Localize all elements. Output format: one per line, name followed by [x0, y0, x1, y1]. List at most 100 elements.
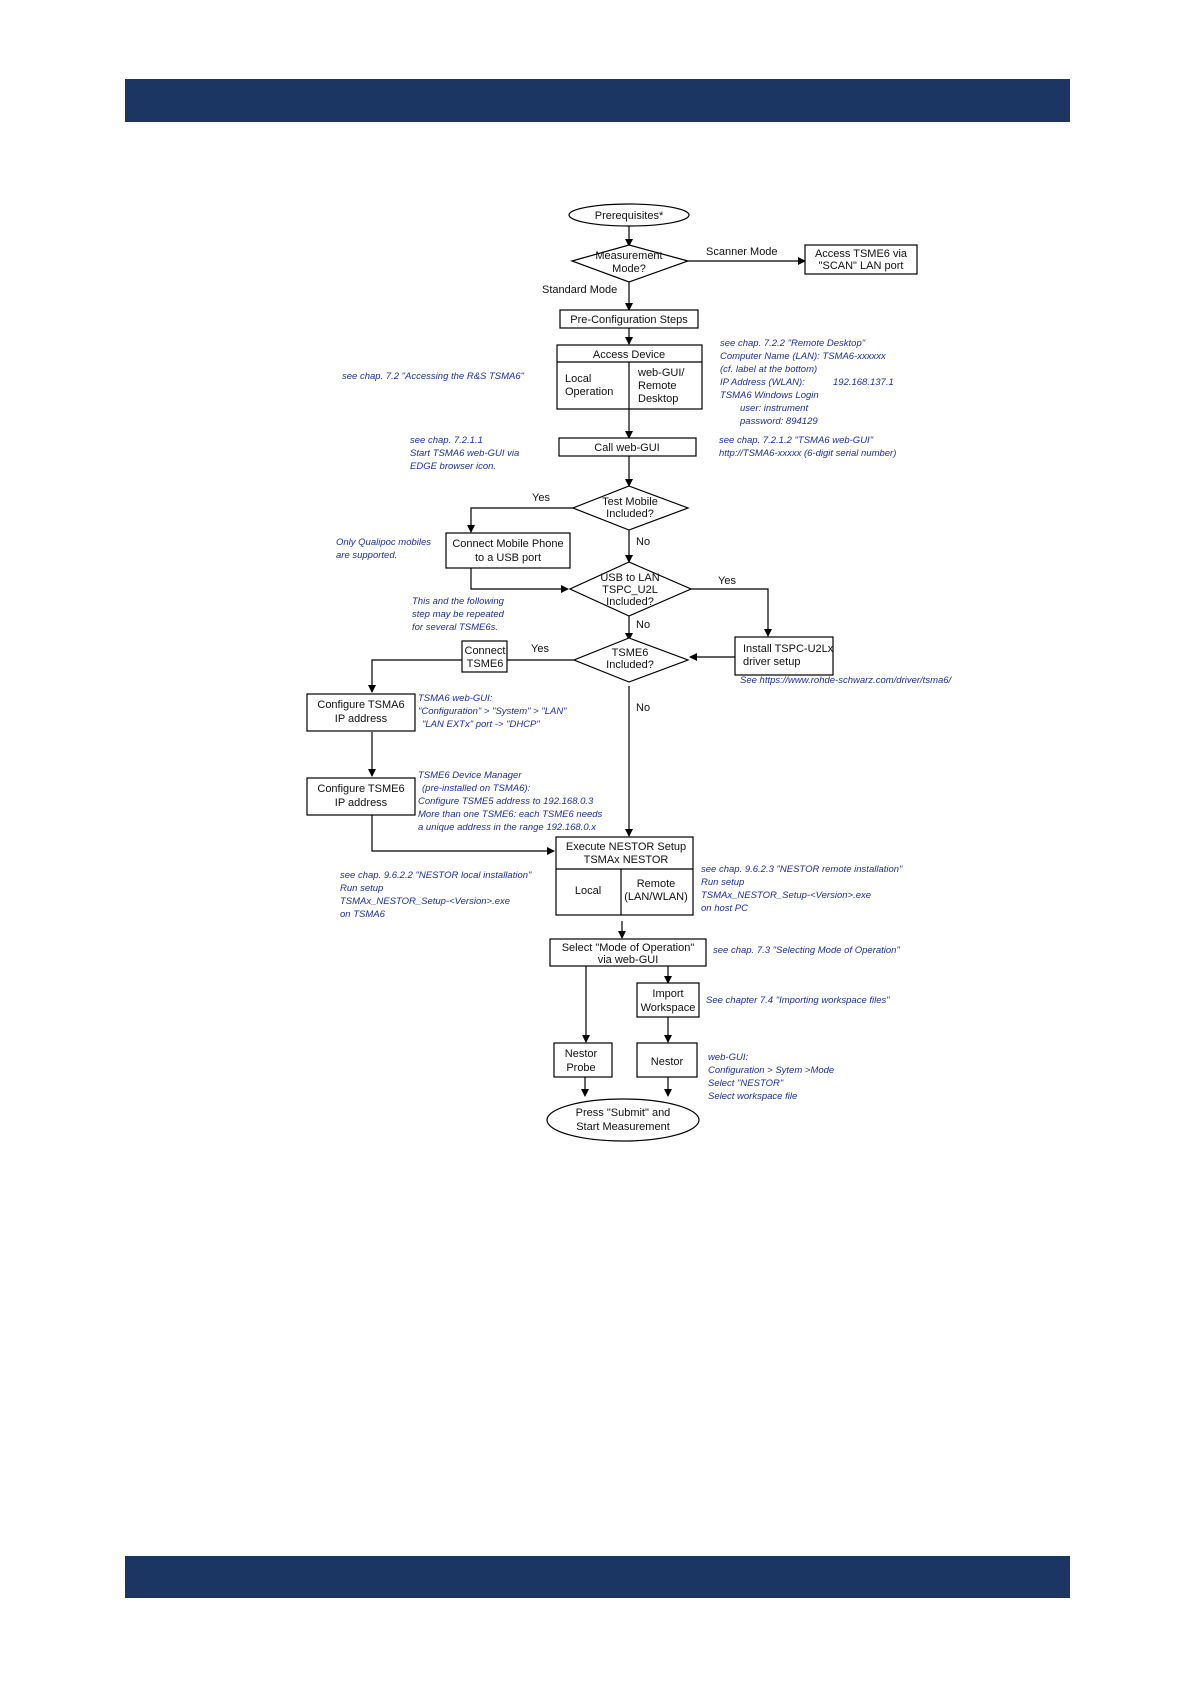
svg-text:Operation: Operation	[565, 386, 613, 398]
footer-banner	[125, 1556, 1070, 1598]
call-web-gui-node: Call web-GUI	[558, 437, 697, 457]
svg-text:Configuration > Sytem >Mode: Configuration > Sytem >Mode	[708, 1065, 834, 1076]
svg-text:Select workspace file: Select workspace file	[708, 1091, 797, 1102]
note-tsme6-device-manager: TSME6 Device Manager (pre-installed on T…	[418, 770, 603, 833]
note-tsma6-web-gui: see chap. 7.2.1.2 "TSMA6 web-GUI" http:/…	[719, 435, 896, 459]
svg-text:Desktop: Desktop	[638, 393, 678, 405]
svg-text:Local: Local	[575, 885, 601, 897]
svg-text:see chap. 7.2.1.1: see chap. 7.2.1.1	[410, 435, 483, 446]
note-tsma6-config: TSMA6 web-GUI: "Configuration" > "System…	[418, 693, 567, 730]
svg-text:see chap. 9.6.2.3 "NESTOR rem: see chap. 9.6.2.3 "NESTOR remote install…	[701, 864, 903, 875]
svg-text:TSME6: TSME6	[612, 647, 649, 659]
note-qualipoc: Only Qualipoc mobiles are supported.	[336, 537, 431, 561]
svg-text:password: 894129: password: 894129	[739, 416, 818, 427]
svg-text:TSME6 Device Manager: TSME6 Device Manager	[418, 770, 522, 781]
tsme6-no-label: No	[636, 702, 650, 714]
note-web-gui-mode: web-GUI: Configuration > Sytem >Mode Sel…	[708, 1052, 834, 1102]
svg-text:Execute NESTOR Setup: Execute NESTOR Setup	[566, 841, 686, 853]
svg-text:Install TSPC-U2Lx: Install TSPC-U2Lx	[743, 643, 834, 655]
svg-text:see chap. 7.2.2 "Remote Deskto: see chap. 7.2.2 "Remote Desktop"	[720, 338, 866, 349]
svg-text:Included?: Included?	[606, 596, 654, 608]
connectors	[368, 225, 806, 1097]
svg-text:on host PC: on host PC	[701, 903, 748, 914]
note-repeat: This and the following step may be repea…	[412, 596, 505, 633]
svg-text:Run setup: Run setup	[340, 883, 383, 894]
note-nestor-local: see chap. 9.6.2.2 "NESTOR local installa…	[340, 870, 532, 920]
svg-text:for several TSME6s.: for several TSME6s.	[412, 622, 498, 633]
svg-text:Access Device: Access Device	[593, 349, 665, 361]
svg-text:TSMAx_NESTOR_Setup-<Version>.e: TSMAx_NESTOR_Setup-<Version>.exe	[701, 890, 871, 901]
test-mobile-yes-label: Yes	[532, 492, 550, 504]
nestor-probe-node: Nestor Probe	[553, 1042, 613, 1078]
svg-text:Import: Import	[652, 988, 683, 1000]
svg-text:Remote: Remote	[637, 878, 676, 890]
svg-text:(pre-installed on TSMA6):: (pre-installed on TSMA6):	[422, 783, 531, 794]
test-mobile-no-label: No	[636, 536, 650, 548]
svg-text:Probe: Probe	[566, 1062, 595, 1074]
svg-text:see chap. 7.2.1.2 "TSMA6 web-G: see chap. 7.2.1.2 "TSMA6 web-GUI"	[719, 435, 874, 446]
svg-text:Configure TSMA6: Configure TSMA6	[317, 699, 404, 711]
svg-text:TSPC_U2L: TSPC_U2L	[602, 584, 658, 596]
scanner-mode-label: Scanner Mode	[706, 246, 778, 258]
svg-text:Remote: Remote	[638, 380, 677, 392]
note-selecting-mode: see chap. 7.3 "Selecting Mode of Operati…	[713, 945, 900, 956]
svg-text:Nestor: Nestor	[565, 1048, 598, 1060]
note-driver-url: See https://www.rohde-schwarz.com/driver…	[740, 675, 953, 686]
svg-text:(cf. label at the bottom): (cf. label at the bottom)	[720, 364, 817, 375]
configure-tsme6-node: Configure TSME6 IP address	[306, 777, 416, 816]
svg-text:192.168.137.1: 192.168.137.1	[833, 377, 894, 388]
prerequisites-node: Prerequisites*	[568, 203, 690, 227]
svg-text:TSMA6 Windows Login: TSMA6 Windows Login	[720, 390, 819, 401]
svg-text:Configure TSME6: Configure TSME6	[317, 783, 404, 795]
svg-text:TSMAx NESTOR: TSMAx NESTOR	[584, 854, 669, 866]
svg-text:USB to LAN: USB to LAN	[600, 572, 659, 584]
header-banner	[125, 79, 1070, 122]
note-remote-desktop: see chap. 7.2.2 "Remote Desktop" Compute…	[720, 338, 894, 427]
svg-text:Access TSME6 via: Access TSME6 via	[815, 248, 908, 260]
svg-text:http://TSMA6-xxxxx (6-digit se: http://TSMA6-xxxxx (6-digit serial numbe…	[719, 448, 896, 459]
svg-text:TSMA6 web-GUI:: TSMA6 web-GUI:	[418, 693, 493, 704]
usb-to-lan-yes-label: Yes	[718, 575, 736, 587]
usb-to-lan-decision: USB to LAN TSPC_U2L Included?	[568, 561, 693, 617]
svg-text:Run setup: Run setup	[701, 877, 744, 888]
import-workspace-node: Import Workspace	[636, 982, 700, 1018]
svg-text:"Configuration" > "System" > ": "Configuration" > "System" > "LAN"	[418, 706, 567, 717]
connect-mobile-node: Connect Mobile Phone to a USB port	[445, 532, 571, 569]
svg-text:step may be repeated: step may be repeated	[412, 609, 505, 620]
connect-tsme6-node: Connect TSME6	[461, 640, 508, 673]
svg-text:Pre-Configuration Steps: Pre-Configuration Steps	[570, 314, 688, 326]
svg-text:Press "Submit" and: Press "Submit" and	[576, 1107, 671, 1119]
test-mobile-decision: Test Mobile Included?	[571, 485, 690, 531]
pre-configuration-node: Pre-Configuration Steps	[559, 309, 699, 329]
svg-text:"SCAN" LAN port: "SCAN" LAN port	[819, 260, 904, 272]
note-accessing: see chap. 7.2 "Accessing the R&S TSMA6"	[342, 371, 525, 382]
execute-nestor-node: Execute NESTOR Setup TSMAx NESTOR Local …	[555, 836, 694, 916]
svg-text:IP Address (WLAN):: IP Address (WLAN):	[720, 377, 805, 388]
svg-text:Prerequisites*: Prerequisites*	[595, 210, 664, 222]
svg-text:Mode?: Mode?	[612, 263, 646, 275]
tsme6-decision: TSME6 Included?	[572, 637, 690, 683]
svg-text:IP address: IP address	[335, 797, 388, 809]
svg-text:"LAN EXTx" port -> "DHCP": "LAN EXTx" port -> "DHCP"	[422, 719, 540, 730]
svg-text:(LAN/WLAN): (LAN/WLAN)	[624, 891, 688, 903]
svg-text:Select "Mode of Operation": Select "Mode of Operation"	[562, 942, 695, 954]
select-mode-node: Select "Mode of Operation" via web-GUI	[549, 938, 707, 967]
svg-text:user: instrument: user: instrument	[740, 403, 808, 414]
access-device-node: Access Device Local Operation web-GUI/ R…	[556, 344, 703, 410]
access-tsme6-scan-node: Access TSME6 via "SCAN" LAN port	[804, 244, 918, 275]
svg-text:TSMAx_NESTOR_Setup-<Version>.e: TSMAx_NESTOR_Setup-<Version>.exe	[340, 896, 510, 907]
svg-text:More than one TSME6: each TSME: More than one TSME6: each TSME6 needs	[418, 809, 603, 820]
svg-text:Connect Mobile Phone: Connect Mobile Phone	[452, 538, 563, 550]
svg-text:Call web-GUI: Call web-GUI	[594, 442, 659, 454]
svg-text:Configure TSME5 address to 192: Configure TSME5 address to 192.168.0.3	[418, 796, 594, 807]
install-tspc-node: Install TSPC-U2Lx driver setup	[734, 636, 834, 676]
press-submit-node: Press "Submit" and Start Measurement	[546, 1098, 700, 1142]
svg-text:IP address: IP address	[335, 713, 388, 725]
svg-text:Included?: Included?	[606, 659, 654, 671]
svg-text:Select "NESTOR": Select "NESTOR"	[708, 1078, 784, 1089]
svg-text:a unique address in the range: a unique address in the range 192.168.0.…	[418, 822, 597, 833]
configure-tsma6-node: Configure TSMA6 IP address	[306, 693, 416, 732]
svg-text:web-GUI/: web-GUI/	[637, 367, 685, 379]
measurement-mode-decision: Measurement Mode?	[570, 244, 691, 283]
svg-text:Included?: Included?	[606, 508, 654, 520]
